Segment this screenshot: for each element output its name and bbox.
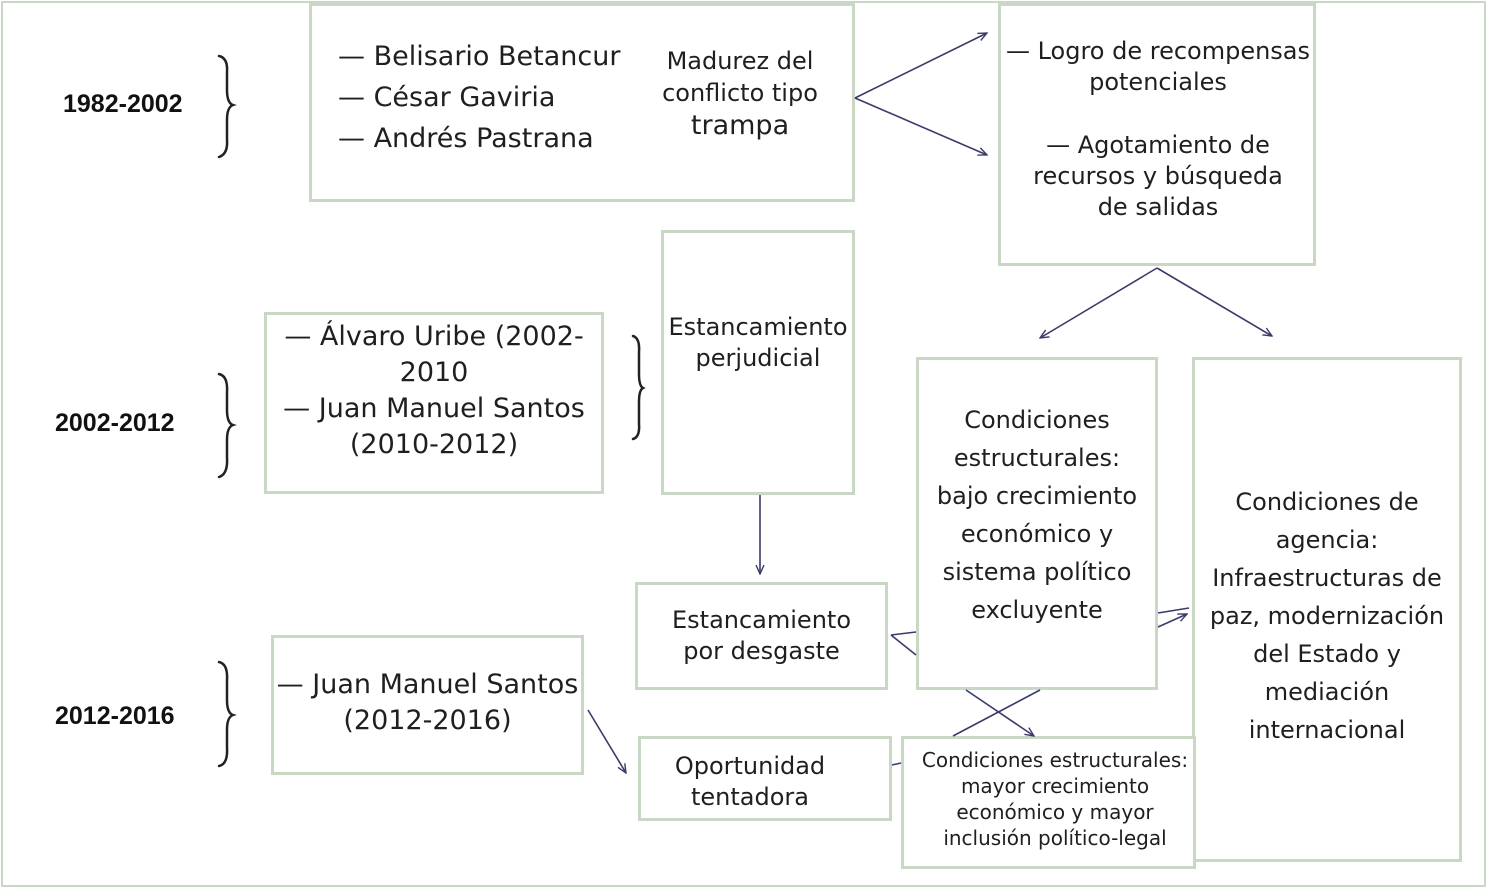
desgaste-line-2: por desgaste [683,637,840,665]
president-santos-2: — Juan Manuel Santos [276,669,579,700]
estructurales-text: Condiciones estructurales: bajo crecimie… [918,401,1156,629]
estructurales-line-1: Condiciones [964,406,1110,434]
agencia-line-1: Condiciones de [1235,488,1419,516]
arrow-madurez-to-logro [854,33,987,99]
oportunidad-line-2: tentadora [691,783,809,811]
logro-line-2: potenciales [1089,68,1227,96]
box-condiciones-agencia [1192,357,1462,862]
arrow-estructurales-to-desgaste-1 [890,631,917,636]
president-uribe: — Álvaro Uribe (2002- [284,321,584,352]
box-oportunidad-tentadora [638,736,892,821]
brace-period-3 [217,660,237,768]
agencia-line-5: del Estado y [1253,640,1401,668]
arrow-desgaste-to-estructurales-2 [965,689,1034,736]
box-period-2002-2012 [264,312,604,494]
perjudicial-text: Estancamiento perjudicial [663,312,853,374]
agencia-line-3: Infraestructuras de [1212,564,1442,592]
president-uribe-years: 2010 [399,357,469,388]
madurez-text: Madurez del conflicto tipo trampa [655,46,825,142]
estructurales-line-5: sistema político [942,558,1132,586]
estructurales-2-line-4: inclusión político-legal [943,826,1167,850]
logro-line-3: — Agotamiento de [1046,131,1270,159]
arrow-logro-to-agencia [1156,267,1272,336]
estructurales-2-text: Condiciones estructurales: mayor crecimi… [903,747,1207,851]
estructurales-line-3: bajo crecimiento [936,482,1138,510]
brace-presidents-2 [631,334,646,441]
agencia-text: Condiciones de agencia: Infraestructuras… [1194,483,1460,749]
agencia-line-6: mediación [1264,678,1390,706]
president-santos-2-years: (2012-2016) [343,705,512,736]
agencia-line-7: internacional [1248,716,1406,744]
president-gaviria: — César Gaviria [338,82,556,113]
brace-period-1 [217,54,237,159]
logro-line-4: recursos y búsqueda [1033,162,1283,190]
period-label-1982-2002: 1982-2002 [63,90,183,118]
oportunidad-line-1: Oportunidad [674,752,826,780]
madurez-line-3: trampa [690,110,790,141]
perjudicial-line-2: perjudicial [695,344,821,372]
president-santos-1: — Juan Manuel Santos [283,393,585,424]
presidents-list-1: — Belisario Betancur — César Gaviria — A… [338,36,620,159]
madurez-line-2: conflicto tipo [662,79,818,107]
presidents-list-3: — Juan Manuel Santos (2012-2016) [273,667,582,739]
box-period-1982-2002 [309,3,855,202]
president-pastrana: — Andrés Pastrana [338,123,594,154]
arrow-oportunidad-link [891,762,902,766]
box-condiciones-estructurales [916,357,1158,690]
period-label-2012-2016: 2012-2016 [55,702,175,730]
box-logro-agotamiento [998,3,1316,266]
box-estancamiento-desgaste [635,582,888,690]
arrow-logro-to-estructurales [1040,267,1158,338]
arrow-estructurales-to-desgaste-2 [890,634,917,656]
brace-period-2 [217,372,237,479]
arrow-estructurales-2-to-agencia [1157,607,1190,614]
presidents-list-2: — Álvaro Uribe (2002- 2010 — Juan Manuel… [266,319,602,463]
arrow-santos-to-oportunidad [587,709,626,773]
madurez-line-1: Madurez del [666,47,814,75]
estructurales-2-line-2: mayor crecimiento [960,774,1150,798]
box-condiciones-estructurales-2 [901,736,1196,869]
logro-text: — Logro de recompensas potenciales — Ago… [1000,36,1316,223]
president-santos-1-years: (2010-2012) [349,429,519,460]
desgaste-line-1: Estancamiento [671,606,851,634]
arrow-estructurales-to-agencia [1157,613,1187,628]
estructurales-line-6: excluyente [971,596,1103,624]
oportunidad-text: Oportunidad tentadora [640,751,860,813]
estructurales-line-2: estructurales: [953,444,1121,472]
logro-line-5: de salidas [1097,193,1219,221]
arrow-estructurales-2-to-desgaste [952,689,1041,737]
arrow-madurez-to-agotamiento [854,97,987,155]
box-period-2012-2016 [271,635,584,775]
estructurales-2-line-1: Condiciones estructurales: [921,748,1189,772]
logro-line-1: — Logro de recompensas [1005,37,1311,65]
estructurales-2-line-3: económico y mayor [956,800,1154,824]
president-betancur: — Belisario Betancur [338,41,621,72]
box-estancamiento-perjudicial [661,230,855,495]
agencia-line-2: agencia: [1275,526,1379,554]
period-label-2002-2012: 2002-2012 [55,409,175,437]
estructurales-line-4: económico y [960,520,1114,548]
desgaste-text: Estancamiento por desgaste [637,605,886,667]
perjudicial-line-1: Estancamiento [668,313,848,341]
agencia-line-4: paz, modernización [1209,602,1445,630]
